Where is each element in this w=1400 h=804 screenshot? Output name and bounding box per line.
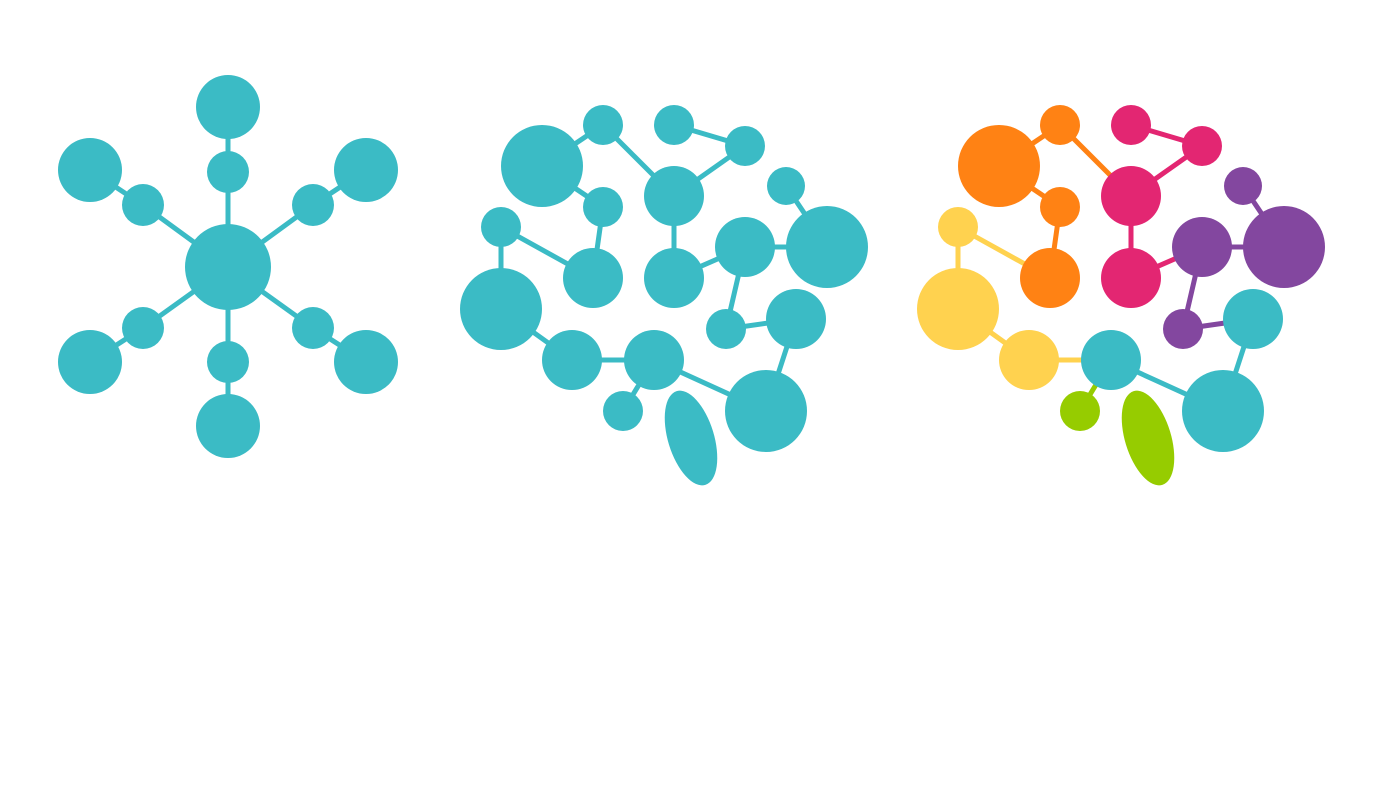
network-node <box>654 105 694 145</box>
network-node <box>715 217 775 277</box>
network-node <box>1040 105 1080 145</box>
network-node <box>1101 248 1161 308</box>
network-node <box>917 268 999 350</box>
network-node <box>624 330 684 390</box>
network-node <box>122 184 164 226</box>
network-node <box>1224 167 1262 205</box>
network-node <box>501 125 583 207</box>
network-node <box>334 138 398 202</box>
network-node <box>207 151 249 193</box>
brain-network-icon <box>460 105 868 486</box>
network-node <box>207 341 249 383</box>
brain-network-colored-icon <box>917 105 1325 486</box>
network-node <box>1081 330 1141 390</box>
network-node <box>583 187 623 227</box>
network-node <box>1223 289 1283 349</box>
network-node <box>1182 126 1222 166</box>
network-node <box>583 105 623 145</box>
network-node <box>1020 248 1080 308</box>
network-node <box>725 126 765 166</box>
network-node <box>1243 206 1325 288</box>
network-node <box>603 391 643 431</box>
network-node <box>196 75 260 139</box>
network-node <box>1182 370 1264 452</box>
network-node <box>481 207 521 247</box>
network-node <box>786 206 868 288</box>
network-node <box>292 184 334 226</box>
brainstem-lobe-shape <box>1121 390 1175 486</box>
network-node <box>766 289 826 349</box>
network-node <box>1060 391 1100 431</box>
network-node <box>334 330 398 394</box>
network-node <box>958 125 1040 207</box>
network-node <box>1040 187 1080 227</box>
network-node <box>563 248 623 308</box>
network-node <box>1111 105 1151 145</box>
network-node <box>1101 166 1161 226</box>
network-node <box>292 307 334 349</box>
network-node <box>767 167 805 205</box>
brainstem-lobe-shape <box>664 390 718 486</box>
network-node <box>644 166 704 226</box>
network-node <box>122 307 164 349</box>
network-node <box>1163 309 1203 349</box>
network-node <box>706 309 746 349</box>
network-node <box>725 370 807 452</box>
network-node <box>58 138 122 202</box>
network-node <box>185 224 271 310</box>
network-node <box>644 248 704 308</box>
network-node <box>938 207 978 247</box>
molecule-icon <box>58 75 398 458</box>
network-node <box>999 330 1059 390</box>
network-node <box>196 394 260 458</box>
network-node <box>542 330 602 390</box>
network-node <box>58 330 122 394</box>
network-node <box>460 268 542 350</box>
network-node <box>1172 217 1232 277</box>
